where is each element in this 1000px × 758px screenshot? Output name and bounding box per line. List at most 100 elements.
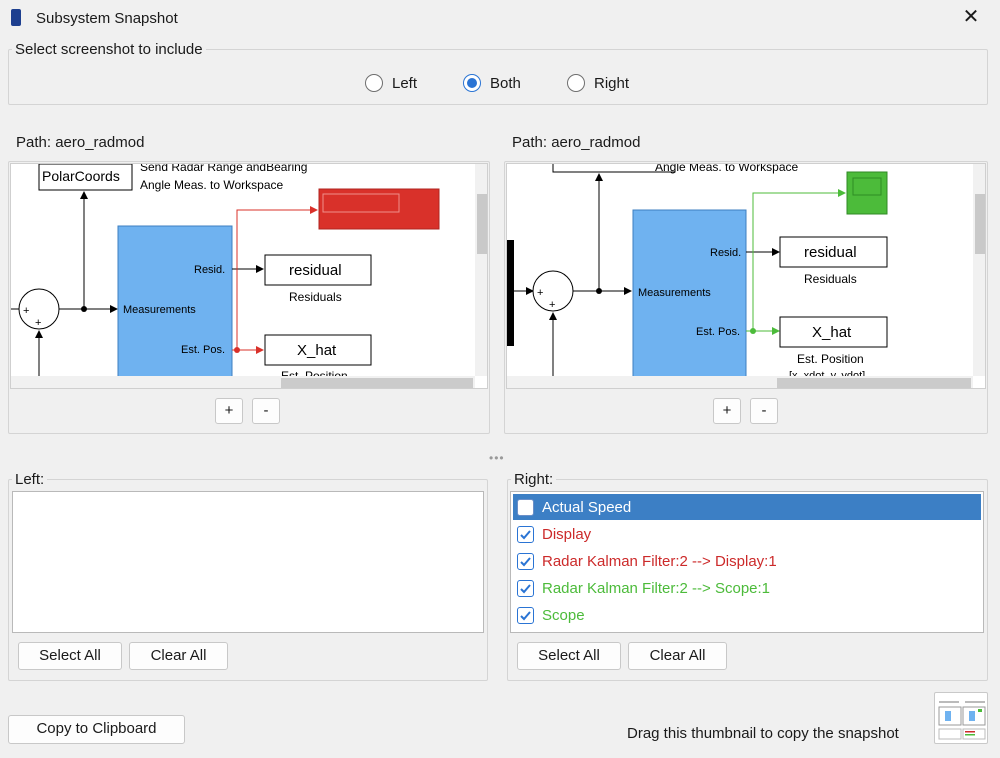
right-hscroll[interactable] (507, 376, 973, 388)
right-polar-block[interactable] (552, 164, 676, 173)
left-note-line2: Angle Meas. to Workspace (140, 178, 284, 192)
list-item-display[interactable]: Display (513, 521, 981, 547)
left-hscroll-thumb[interactable] (281, 378, 473, 388)
left-signal-list[interactable] (12, 491, 484, 633)
scope-checkbox[interactable] (517, 606, 534, 624)
radio-left-circle[interactable] (365, 74, 383, 92)
left-vscroll-thumb[interactable] (477, 194, 487, 254)
check-icon (520, 583, 531, 593)
right-signal-list[interactable]: Actual Speed Display Radar Kalman Filter… (510, 491, 984, 633)
right-note-line2: Angle Meas. to Workspace (655, 164, 799, 174)
right-xhat-caption: Est. Position (797, 352, 864, 366)
right-clear-all-button[interactable]: Clear All (628, 642, 727, 670)
radio-right[interactable]: Right (567, 72, 629, 94)
window-title: Subsystem Snapshot (36, 10, 178, 27)
right-residual-block[interactable] (779, 236, 888, 268)
thumbnail-preview-icon (938, 701, 986, 740)
left-hscroll[interactable] (11, 376, 475, 388)
right-out-port-1: Resid. (710, 247, 741, 259)
left-in-port: Measurements (123, 304, 196, 316)
right-in-port: Measurements (638, 287, 711, 299)
actual-speed-checkbox[interactable] (517, 498, 534, 516)
display-wire-checkbox[interactable] (517, 552, 534, 570)
right-diagram: Angle Meas. to Workspace + + Measurement… (507, 164, 888, 388)
polar-coords-label: PolarCoords (42, 168, 120, 184)
left-clear-all-button[interactable]: Clear All (129, 642, 228, 670)
right-xhat-block[interactable] (779, 316, 888, 348)
close-button[interactable]: ✕ (958, 4, 984, 30)
radio-left-label: Left (392, 74, 418, 92)
right-vscroll-thumb[interactable] (975, 194, 985, 254)
left-list-group (8, 479, 488, 681)
right-diagram-canvas[interactable]: Angle Meas. to Workspace + + Measurement… (506, 163, 986, 389)
left-xhat-block[interactable] (264, 334, 372, 366)
left-out-port-2: Est. Pos. (181, 344, 225, 356)
snapshot-thumbnail[interactable] (934, 692, 988, 744)
copy-to-clipboard-button[interactable]: Copy to Clipboard (8, 715, 185, 744)
check-icon (520, 529, 531, 539)
right-list-legend: Right: (511, 471, 557, 488)
left-view-panel (8, 161, 490, 434)
radio-both-circle[interactable] (463, 74, 481, 92)
right-list-group (507, 479, 988, 681)
right-zoom-out-button[interactable]: - (750, 398, 778, 424)
right-scope-screen (852, 177, 882, 196)
right-hscroll-thumb[interactable] (777, 378, 971, 388)
right-sum-plus2: + (549, 299, 555, 311)
left-zoom-in-button[interactable]: + (215, 398, 243, 424)
right-sum-plus1: + (537, 287, 543, 299)
list-item-display-wire[interactable]: Radar Kalman Filter:2 --> Display:1 (513, 548, 981, 574)
right-select-all-button[interactable]: Select All (517, 642, 621, 670)
list-item-label: Actual Speed (542, 498, 632, 516)
right-mux-bar[interactable] (507, 240, 514, 346)
right-residual-label: residual (804, 244, 857, 261)
left-residual-caption: Residuals (289, 290, 342, 304)
display-checkbox[interactable] (517, 525, 534, 543)
list-item-scope[interactable]: Scope (513, 602, 981, 628)
left-display-block[interactable] (318, 188, 440, 230)
right-path-label: Path: aero_radmod (512, 134, 641, 151)
left-vscroll[interactable] (475, 164, 487, 376)
right-residual-caption: Residuals (804, 272, 857, 286)
right-kalman-block[interactable] (632, 209, 747, 379)
list-item-label: Display (542, 525, 592, 543)
radio-right-label: Right (594, 74, 630, 92)
left-select-all-button[interactable]: Select All (18, 642, 122, 670)
left-kalman-block[interactable] (117, 225, 233, 389)
left-note-line1: Send Radar Range andBearing (140, 164, 307, 174)
polar-coords-block[interactable] (38, 164, 133, 191)
list-item-label: Radar Kalman Filter:2 --> Scope:1 (542, 579, 771, 597)
app-icon (11, 9, 21, 26)
left-list-legend: Left: (12, 471, 48, 488)
radio-both[interactable]: Both (463, 72, 521, 94)
check-icon (520, 556, 531, 566)
radio-right-circle[interactable] (567, 74, 585, 92)
right-zoom-in-button[interactable]: + (713, 398, 741, 424)
left-diagram-canvas[interactable]: PolarCoords Send Radar Range andBearing … (10, 163, 488, 389)
scope-wire-checkbox[interactable] (517, 579, 534, 597)
left-out-port-1: Resid. (194, 264, 225, 276)
left-diagram: PolarCoords Send Radar Range andBearing … (11, 164, 440, 389)
left-path-label: Path: aero_radmod (16, 134, 145, 151)
list-item-actual-speed[interactable]: Actual Speed (513, 494, 981, 520)
radio-left[interactable]: Left (365, 72, 417, 94)
select-screenshot-group (8, 49, 988, 105)
right-vscroll[interactable] (973, 164, 985, 376)
radio-both-label: Both (490, 74, 521, 92)
splitter-handle[interactable]: ••• (489, 451, 505, 465)
title-bar: Subsystem Snapshot ✕ (0, 0, 1000, 36)
list-item-scope-wire[interactable]: Radar Kalman Filter:2 --> Scope:1 (513, 575, 981, 601)
select-screenshot-legend: Select screenshot to include (12, 41, 206, 58)
left-zoom-out-button[interactable]: - (252, 398, 280, 424)
right-highlight-junction (750, 328, 756, 334)
right-view-panel (504, 161, 988, 434)
right-scope-block[interactable] (846, 171, 888, 215)
left-residual-block[interactable] (264, 254, 372, 286)
left-sum-plus2: + (35, 317, 41, 329)
left-highlight-junction (234, 347, 240, 353)
list-item-label: Radar Kalman Filter:2 --> Display:1 (542, 552, 777, 570)
right-out-port-2: Est. Pos. (696, 326, 740, 338)
left-xhat-label: X_hat (297, 342, 337, 359)
check-icon (520, 610, 531, 620)
drag-hint-label: Drag this thumbnail to copy the snapshot (627, 725, 899, 742)
